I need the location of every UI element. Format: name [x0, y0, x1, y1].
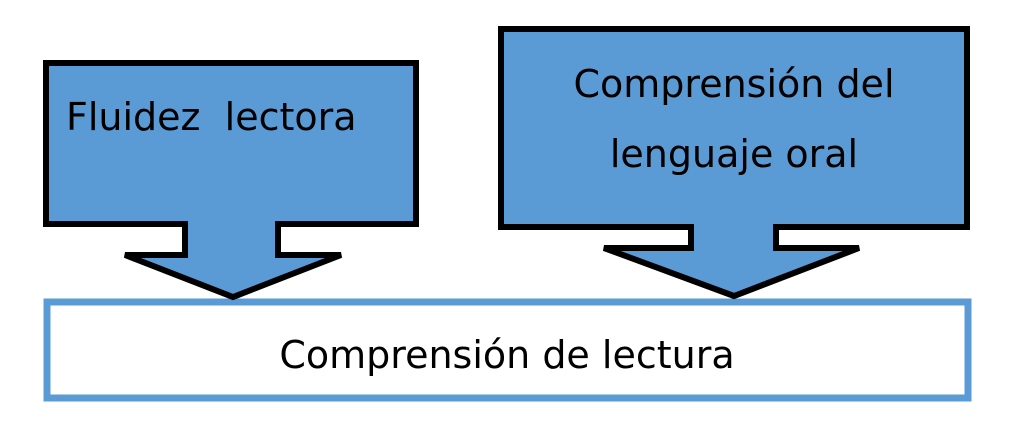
left-arrow-callout: Fluidez lectora — [43, 60, 419, 301]
left-arrow-shape — [43, 60, 419, 301]
result-box: Comprensión de lectura — [43, 298, 972, 402]
right-callout-label-line2: lenguaje oral — [610, 132, 858, 176]
left-callout-label: Fluidez lectora — [66, 95, 357, 139]
result-box-label: Comprensión de lectura — [279, 333, 734, 377]
right-callout-label-line1: Comprensión del — [574, 62, 895, 106]
right-arrow-callout: Comprensión del lenguaje oral — [498, 26, 970, 300]
result-box-frame — [43, 298, 972, 402]
right-arrow-shape — [498, 26, 970, 300]
